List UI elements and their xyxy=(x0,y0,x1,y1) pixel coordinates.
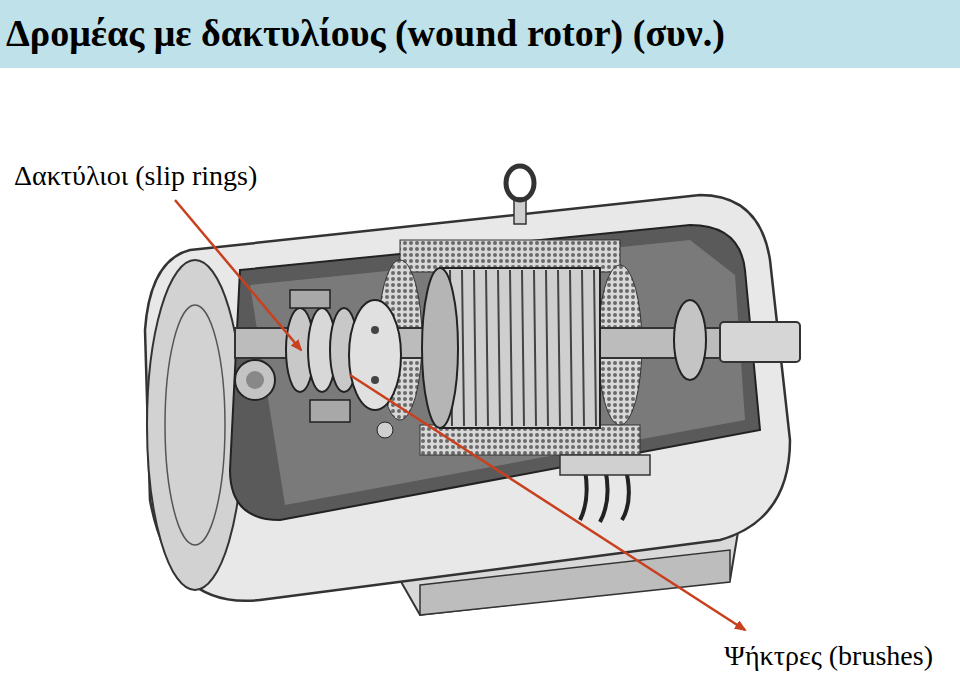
slip-rings xyxy=(286,300,401,410)
bearings-part xyxy=(674,300,706,380)
leader-arrows xyxy=(175,200,745,630)
rotor-part xyxy=(440,268,600,428)
bearings xyxy=(235,300,706,400)
brush-holders-part xyxy=(290,290,330,308)
eye-bolt-part xyxy=(506,166,534,200)
stator-winding-part xyxy=(420,425,640,455)
brush-holders-part xyxy=(310,400,350,422)
slip-rings-part xyxy=(349,300,401,410)
part-label: Δακτύλιοι (slip rings) xyxy=(11,160,260,192)
slide-title: Δρομέας με δακτυλίους (wound rotor) (συν… xyxy=(6,12,725,56)
terminal-leads xyxy=(560,455,650,522)
slip-rings-part xyxy=(371,376,379,384)
rotor xyxy=(422,268,600,428)
rotor-part xyxy=(450,270,596,426)
slip-rings-part xyxy=(371,326,379,334)
leader-arrows-part xyxy=(350,375,745,630)
motor-housing-part xyxy=(230,225,760,520)
motor-housing-part xyxy=(250,240,745,505)
terminal-leads-part xyxy=(560,455,650,475)
motor-housing xyxy=(145,195,790,601)
rotor-part xyxy=(422,268,458,428)
motor-housing-part xyxy=(165,305,225,545)
motor-housing-part xyxy=(145,195,790,601)
bearings-part xyxy=(235,360,275,400)
brush-holders xyxy=(290,290,393,438)
part-label: Ψήκτρες (brushes) xyxy=(721,640,936,672)
leader-arrows-part xyxy=(175,200,301,350)
brush-holders-part xyxy=(377,422,393,438)
shaft-part xyxy=(720,322,800,362)
bearings-part xyxy=(246,371,264,389)
eye-bolt xyxy=(506,166,534,224)
motor-housing-part xyxy=(147,260,243,590)
